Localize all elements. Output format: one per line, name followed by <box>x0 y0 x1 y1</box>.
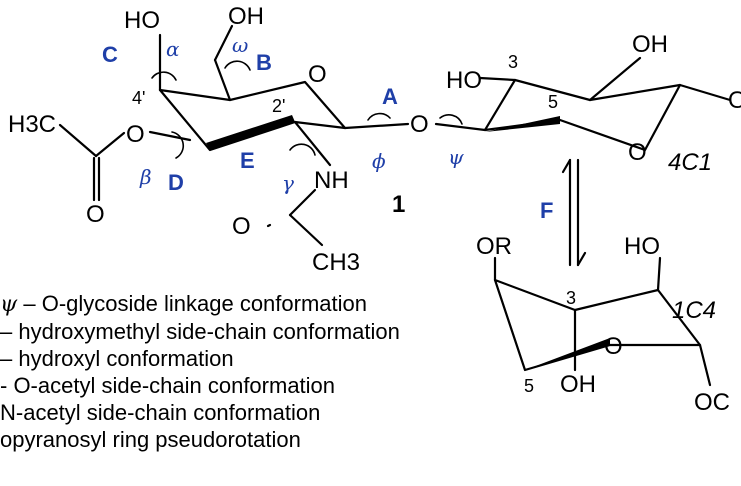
left-ring-oxygen: O <box>308 61 327 88</box>
label-e: E <box>240 148 255 173</box>
legend-row-psi: ψ – O-glycoside linkage conformation <box>0 290 400 318</box>
oh-right-top: OH <box>632 31 668 58</box>
legend-row-omega: – hydroxymethyl side-chain conformation <box>0 318 400 345</box>
legend: ψ – O-glycoside linkage conformation – h… <box>0 290 400 453</box>
atom-labels: HO OH O 4' 2' H3C O O NH O CH3 O HO OH 3… <box>8 3 741 416</box>
legend-row-alpha: – hydroxyl conformation <box>0 345 400 372</box>
acetyl-methyl: H3C <box>8 111 56 138</box>
ho-right-label: HO <box>446 67 482 94</box>
motion-labels: C B A D E F α ω β γ ϕ ψ <box>102 33 553 223</box>
left-ring-wedge <box>206 115 295 150</box>
acetamido-oxygen: O <box>232 213 251 240</box>
carbonyl-oxygen-left: O <box>86 201 105 228</box>
legend-text: – O-glycoside linkage conformation <box>17 291 367 316</box>
bottom-ring-oxygen: O <box>604 333 623 360</box>
legend-row-beta: - O-acetyl side-chain conformation <box>0 372 400 399</box>
right-edge-oxygen: O <box>728 87 741 114</box>
bottom-c3-number: 3 <box>566 288 576 308</box>
bottom-oc-label: OC <box>694 389 730 416</box>
nh-label: NH <box>314 167 349 194</box>
label-d: D <box>168 170 184 195</box>
right-ring-bonds <box>483 78 682 152</box>
bottom-ring-wedge <box>525 338 610 370</box>
ch2oh-label: OH <box>228 3 264 30</box>
c5-number: 5 <box>548 92 558 112</box>
bottom-oh-label: OH <box>560 371 596 398</box>
psi-symbol: ψ <box>448 145 464 169</box>
legend-row-gamma: N-acetyl side-chain conformation <box>0 399 400 426</box>
bottom-ho-label: HO <box>624 233 660 260</box>
legend-text: – hydroxyl conformation <box>0 346 234 371</box>
glycosidic-oxygen: O <box>410 111 429 138</box>
label-f: F <box>540 198 553 223</box>
legend-text: opyranosyl ring pseudorotation <box>0 427 301 452</box>
oh-c4p-label: HO <box>124 7 160 34</box>
c2p-number: 2' <box>272 96 285 116</box>
legend-text: N-acetyl side-chain conformation <box>0 400 321 425</box>
bottom-c5-number: 5 <box>524 376 534 396</box>
label-b: B <box>256 50 272 75</box>
bottom-ring-bonds <box>493 278 702 372</box>
conformation-4c1: 4C1 <box>668 149 712 176</box>
legend-row-ring: opyranosyl ring pseudorotation <box>0 426 400 453</box>
or-label: OR <box>476 233 512 260</box>
label-a: A <box>382 84 398 109</box>
gamma-symbol: γ <box>282 171 294 195</box>
acetamido-methyl: CH3 <box>312 249 360 276</box>
right-ring-oxygen: O <box>628 139 647 166</box>
beta-symbol: β <box>139 165 152 189</box>
legend-symbol: ψ <box>0 292 18 317</box>
label-c: C <box>102 42 118 67</box>
right-ring-wedge <box>485 116 560 132</box>
compound-number: 1 <box>392 191 405 218</box>
legend-text: – hydroxymethyl side-chain conformation <box>0 319 400 344</box>
phi-symbol: ϕ <box>372 149 386 173</box>
omega-symbol: ω <box>232 33 248 57</box>
c3-number: 3 <box>508 52 518 72</box>
alpha-symbol: α <box>166 37 180 61</box>
ester-oxygen: O <box>126 121 145 148</box>
c4p-number: 4' <box>132 88 145 108</box>
conformation-1c4: 1C4 <box>672 297 716 324</box>
legend-text: - O-acetyl side-chain conformation <box>0 373 336 398</box>
